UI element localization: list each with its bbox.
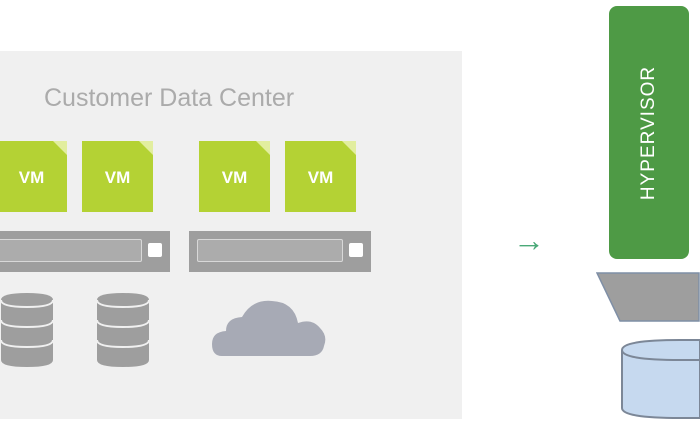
right-arrow-icon: → <box>513 222 545 258</box>
vm-label: VM <box>18 167 45 187</box>
hypervisor-block: HYPERVISOR <box>609 6 689 259</box>
vm-box: VM <box>199 141 270 212</box>
vm-box: VM <box>82 141 153 212</box>
server-light <box>148 243 162 257</box>
vm-box: VM <box>0 141 67 212</box>
vm-label: VM <box>221 167 248 187</box>
vm-box: VM <box>285 141 356 212</box>
panel-title: Customer Data Center <box>44 84 295 112</box>
database-icon <box>621 339 700 419</box>
server-slot <box>197 239 343 262</box>
server-rack-icon <box>0 231 170 272</box>
cloud-icon <box>212 300 326 356</box>
server-rack-icon <box>189 231 371 272</box>
server-slot <box>0 239 142 262</box>
vm-label: VM <box>307 167 334 187</box>
database-icon <box>96 293 150 367</box>
database-icon <box>0 293 54 367</box>
server-light <box>349 243 363 257</box>
hypervisor-label: HYPERVISOR <box>638 65 659 200</box>
storage-shelf-icon <box>596 272 700 322</box>
vm-label: VM <box>104 167 131 187</box>
